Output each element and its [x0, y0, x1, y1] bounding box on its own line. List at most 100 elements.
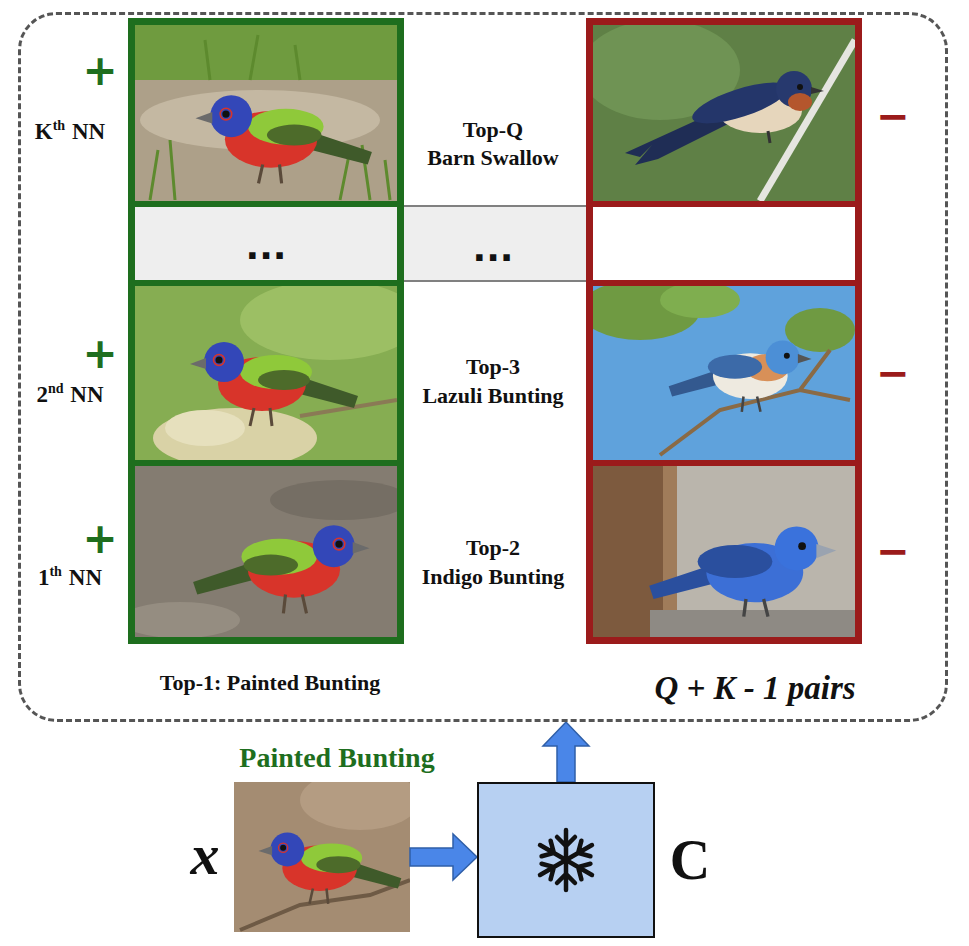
input-photo-part-part — [301, 843, 362, 872]
neighbor-rank: NN — [70, 382, 103, 408]
bird-photo-part-part — [688, 74, 792, 132]
bird-photo-part-part — [784, 353, 790, 359]
bird-photo — [593, 286, 855, 460]
bird-photo-part — [135, 25, 397, 80]
class-rank-group: Top-Q — [463, 117, 523, 143]
bird-photo — [593, 466, 855, 637]
bird-photo-part-part — [744, 599, 746, 617]
bird-photo — [135, 466, 397, 637]
class-name-group: Barn Swallow — [427, 145, 558, 171]
block-arrow — [543, 722, 589, 782]
class-rank-group: Top-3 — [466, 354, 520, 380]
input-photo-part-part — [327, 889, 329, 904]
column-divider-part — [135, 280, 397, 286]
negative-sign-group: − — [876, 528, 910, 574]
bird-photo-part-part — [797, 84, 803, 90]
bird-photo-part-part — [250, 408, 254, 426]
ellipsis: ... — [472, 228, 513, 269]
input-photo-part-part — [280, 845, 286, 851]
ellipsis-band-fill-part — [135, 207, 397, 280]
class-rank: Top-3 — [466, 354, 520, 380]
ellipsis: ... — [245, 226, 286, 267]
negative-sign: − — [876, 93, 910, 139]
bird-photo-part-part — [757, 397, 760, 412]
bird-photo-part-part — [816, 544, 836, 558]
ellipsis-band: ...... — [135, 207, 590, 280]
bird-photo-part-part — [210, 95, 252, 137]
bird-photo-part-part — [283, 595, 285, 614]
negative-column-part — [590, 22, 859, 641]
negative-sign: − — [876, 528, 910, 574]
class-rank: Top-2 — [466, 535, 520, 561]
negative-column — [590, 22, 859, 641]
ellipsis-band-fill — [135, 206, 590, 281]
column-divider — [135, 201, 397, 466]
ellipsis-band-fill-part — [404, 207, 590, 280]
ellipsis-band-fill-part — [404, 205, 590, 207]
bird-photo-part-part — [220, 108, 232, 120]
class-name: Lazuli Bunting — [422, 383, 563, 409]
class-name: Indigo Bunting — [422, 564, 564, 590]
input-class: Painted Bunting — [239, 742, 434, 774]
bird-photo-part — [649, 526, 836, 616]
bird-photo-part — [240, 286, 397, 360]
snowflake-icon-part — [536, 837, 597, 883]
bird-photo-part-part — [302, 595, 306, 614]
bird-photo — [135, 25, 397, 201]
negative-column-part — [593, 201, 855, 207]
positive-sign-group: + — [82, 46, 117, 95]
neighbor-rank: NN — [69, 565, 102, 591]
bird-photo — [593, 25, 855, 201]
class-rank-group: Top-2 — [466, 535, 520, 561]
bird-photo-part-part — [280, 165, 282, 184]
input-photo-part-part — [278, 843, 287, 852]
block-arrow — [410, 834, 477, 880]
bird-photo-part-part — [222, 110, 229, 117]
bird-photo-part — [660, 286, 740, 318]
bird-photo-part-part — [244, 555, 299, 576]
positive-sign-group: + — [82, 514, 117, 563]
bird-photo-part-part — [764, 599, 768, 617]
positive-sign: + — [82, 329, 117, 378]
frozen-model-box: C — [477, 782, 655, 938]
empty-cell — [593, 207, 855, 280]
bird-photo-part-part — [196, 112, 213, 124]
bird-photo-part — [193, 525, 369, 613]
column-divider-part — [135, 460, 397, 466]
neighbor-rank: 1 — [38, 565, 50, 591]
class-name-group: Lazuli Bunting — [422, 383, 563, 409]
bird-photo-part-part — [788, 93, 812, 111]
pair-count: Q + K - 1 pairs — [654, 670, 855, 707]
bird-photo-part — [135, 602, 240, 637]
bird-photo-part-part — [798, 542, 806, 550]
input-photo-part-part — [270, 832, 304, 866]
positive-column: Top-1: Painted Bunting — [128, 18, 404, 644]
bird-photo-part-part — [335, 540, 342, 547]
column-divider-part — [135, 201, 397, 207]
neighbor-rank: nd — [48, 381, 64, 397]
class-name-group: Indigo Bunting — [422, 564, 564, 590]
bird-photo-part-part — [811, 87, 824, 94]
bird-photo-part-part — [240, 355, 312, 389]
bird-photo-part-part — [775, 526, 819, 570]
neighbor-rank-group: KthNN — [35, 119, 105, 145]
input-photo-part-part — [310, 889, 313, 904]
class-rank: Top-Q — [463, 117, 523, 143]
positive-sign: + — [82, 514, 117, 563]
bird-photo-part — [785, 308, 855, 352]
input-image: Painted Buntingx — [234, 782, 410, 932]
neighbor-rank-group: 1thNN — [38, 565, 102, 591]
bird-photo-part-part — [259, 165, 263, 184]
bird-photo-part — [625, 71, 824, 165]
bird-photo-part — [190, 342, 358, 426]
bird-photo-part-part — [353, 542, 370, 554]
snowflake-icon-part — [536, 837, 597, 883]
model-symbol: C — [670, 828, 710, 892]
negative-sign-group: − — [876, 93, 910, 139]
neighbor-rank-group: 2ndNN — [36, 382, 103, 408]
class-name: Barn Swallow — [427, 145, 558, 171]
bird-photo-part-part — [766, 340, 800, 374]
bird-photo-part — [660, 350, 850, 455]
bird-photo-part — [150, 35, 390, 200]
